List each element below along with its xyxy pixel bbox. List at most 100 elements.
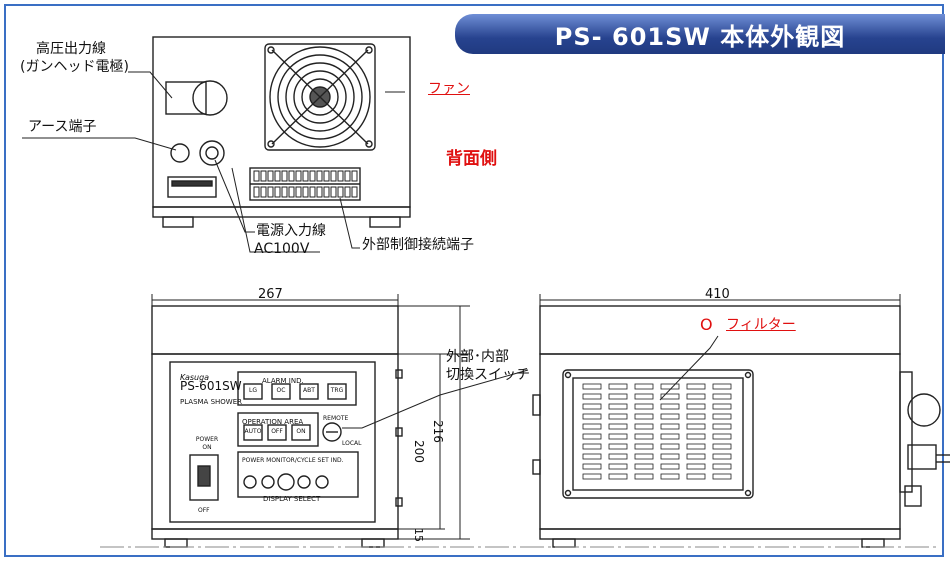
panel-button (299, 383, 319, 400)
earth-terminal (170, 143, 190, 163)
monitor-title: POWER MONITOR/CYCLE SET IND. (242, 457, 344, 464)
filter-slot (582, 403, 602, 410)
terminal-screw (302, 186, 309, 198)
filter-slot (660, 443, 680, 450)
panel-button (267, 424, 287, 441)
outer-frame (4, 4, 944, 557)
filter-slot (686, 463, 706, 470)
filter-slot (712, 473, 732, 480)
terminal-screw (323, 170, 330, 182)
front-width-dim: 267 (258, 287, 283, 302)
filter-slot (686, 423, 706, 430)
terminal-screw (260, 186, 267, 198)
terminal-screw (295, 170, 302, 182)
filter-slot (660, 453, 680, 460)
terminal-screw (309, 186, 316, 198)
filter-slot (582, 473, 602, 480)
terminal-screw (330, 186, 337, 198)
terminal-screw (302, 170, 309, 182)
rear-foot-right (369, 216, 401, 228)
filter-slot (712, 403, 732, 410)
side-body (539, 353, 901, 530)
panel-brand: Kasuga (180, 373, 210, 382)
terminal-screw (330, 170, 337, 182)
front-base (151, 528, 399, 540)
filter-slot (608, 393, 628, 400)
filter-slot (634, 473, 654, 480)
filter-slot (608, 443, 628, 450)
power-voltage-label: AC100V (254, 241, 310, 257)
panel-button (327, 383, 347, 400)
fan-label: ファン (428, 81, 470, 97)
power-on-label: POWER ON (195, 436, 219, 451)
rear-leader-lines (22, 71, 405, 253)
side-top-cover (539, 305, 901, 355)
local-label: LOCAL (342, 440, 362, 447)
height-dimensions (398, 305, 470, 540)
terminal-screw (267, 170, 274, 182)
filter-slot (634, 433, 654, 440)
terminal-screw (344, 170, 351, 182)
terminal-screw (267, 186, 274, 198)
fan-grille (264, 43, 376, 151)
filter-slot (660, 413, 680, 420)
panel-button-label: AUTO (244, 428, 262, 435)
power-off-label: OFF (198, 507, 210, 514)
terminal-screw (253, 170, 260, 182)
filter-slot (582, 393, 602, 400)
monitor-group (237, 451, 359, 498)
panel-button (291, 424, 311, 441)
filter-leader (659, 335, 719, 401)
filter-slot (634, 413, 654, 420)
operation-title: OPERATION AREA (242, 418, 304, 426)
power-input-label: 電源入力線 (256, 223, 326, 239)
switch-label-line1: 外部･内部 (446, 349, 509, 365)
filter-slot (582, 423, 602, 430)
terminal-screw (274, 170, 281, 182)
terminal-screw (281, 170, 288, 182)
panel-button (243, 383, 263, 400)
terminal-screw (316, 186, 323, 198)
rear-side-label: 背面側 (446, 149, 497, 169)
filter-slot (634, 403, 654, 410)
terminal-screw (316, 170, 323, 182)
hv-output-label-sub: (ガンヘッド電極) (20, 59, 129, 75)
filter-slot (660, 433, 680, 440)
front-view (151, 294, 403, 548)
filter-mark: O (700, 315, 713, 334)
filter-slot (608, 403, 628, 410)
terminal-screw (295, 186, 302, 198)
filter-slot (712, 453, 732, 460)
panel-button-label: OC (276, 387, 286, 394)
filter-slot (608, 413, 628, 420)
filter-slot (686, 433, 706, 440)
terminal-screw (344, 186, 351, 198)
filter-slot (712, 383, 732, 390)
display-select-label: DISPLAY SELECT (263, 495, 321, 503)
panel-button-label: LG (249, 387, 257, 394)
filter-slot (712, 393, 732, 400)
terminal-screw (309, 170, 316, 182)
banner-title: PS- 601SW 本体外観図 (554, 22, 846, 51)
terminal-screw (281, 186, 288, 198)
filter-slot (608, 463, 628, 470)
filter-slot (712, 443, 732, 450)
filter-slot (686, 413, 706, 420)
power-input-connector (199, 140, 225, 166)
alarm-title: ALARM IND. (262, 377, 304, 385)
filter-slot (634, 383, 654, 390)
side-hv-connector (907, 393, 941, 427)
filter-slot (686, 453, 706, 460)
terminal-screw (260, 170, 267, 182)
filter-slot (660, 393, 680, 400)
terminal-screw (337, 170, 344, 182)
rear-foot-left (162, 216, 194, 228)
filter-slot (582, 463, 602, 470)
earth-terminal-label: アース端子 (28, 119, 97, 135)
front-control-panel (169, 361, 376, 523)
filter-slot (660, 463, 680, 470)
filter-slot (608, 423, 628, 430)
front-top-cover (151, 305, 399, 355)
